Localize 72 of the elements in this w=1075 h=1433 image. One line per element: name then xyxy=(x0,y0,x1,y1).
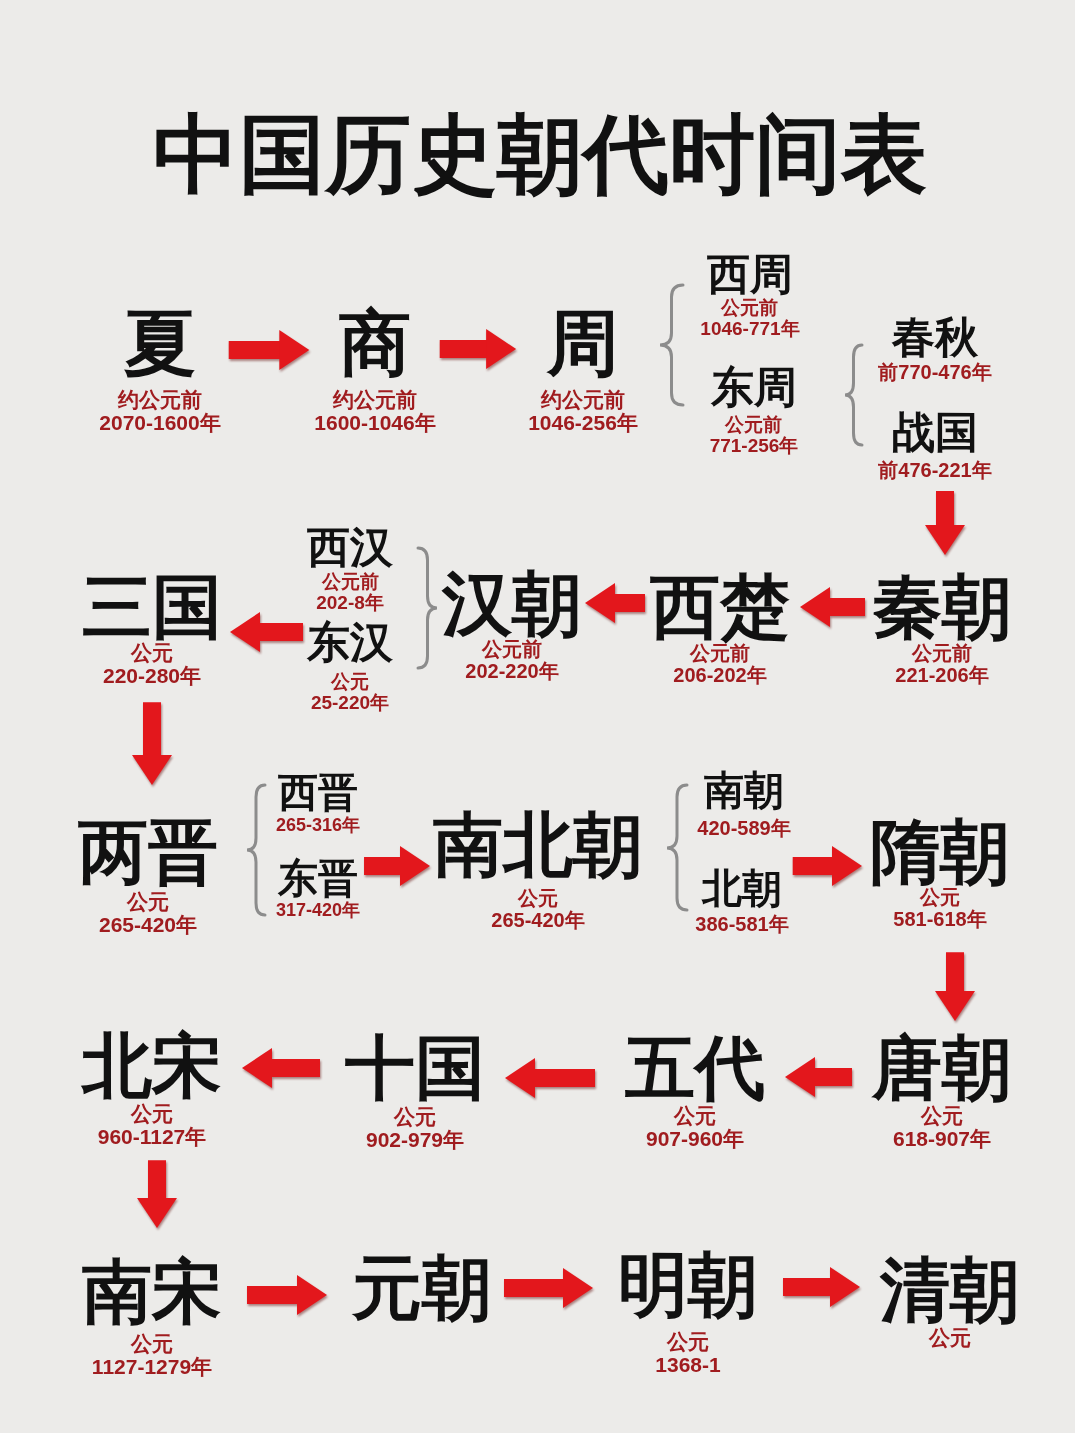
date-label: 公元前 xyxy=(725,415,783,436)
date-label: 公元 xyxy=(518,888,558,910)
sub-dynasty-name: 东汉 xyxy=(307,617,393,669)
sub-dynasty-name: 西汉 xyxy=(307,522,393,573)
date-label: 386-581年 xyxy=(695,914,789,936)
arrow xyxy=(230,612,303,652)
date-label: 317-420年 xyxy=(275,901,361,921)
date-label: 公元 xyxy=(127,891,169,914)
date-label: 618-907年 xyxy=(892,1127,992,1151)
sub-dynasty-name: 南朝 xyxy=(704,766,784,814)
date-label: 公元 xyxy=(667,1331,709,1354)
date-label: 公元 xyxy=(131,1333,173,1356)
date-label: 265-420年 xyxy=(98,913,198,937)
date-label: 前476-221年 xyxy=(878,460,992,483)
title: 中国历史朝代时间表 xyxy=(153,105,927,204)
arrow xyxy=(505,1058,595,1098)
sub-dynasty-name: 东周 xyxy=(711,362,797,414)
date-label: 221-206年 xyxy=(895,664,989,687)
arrow xyxy=(247,1275,327,1315)
date-label: 581-618年 xyxy=(893,908,987,931)
date-label: 公元前 xyxy=(321,572,379,593)
date-label: 约公元前 xyxy=(541,389,625,412)
date-label: 960-1127年 xyxy=(97,1125,207,1149)
arrow xyxy=(504,1268,593,1308)
date-label: 220-280年 xyxy=(102,664,202,688)
arrow xyxy=(785,1057,852,1097)
dynasty-name: 元朝 xyxy=(352,1246,492,1330)
sub-dynasty-name: 战国 xyxy=(892,407,978,459)
arrow xyxy=(935,952,975,1021)
arrow xyxy=(925,491,965,555)
arrow xyxy=(137,1160,177,1228)
date-label: 902-979年 xyxy=(365,1128,465,1152)
dynasty-name: 南北朝 xyxy=(433,803,643,887)
sub-dynasty-name: 春秋 xyxy=(892,312,978,363)
date-label: 206-202年 xyxy=(673,664,767,687)
date-label: 265-316年 xyxy=(275,816,361,836)
date-label: 约公元前 xyxy=(333,389,417,412)
date-label: 1600-1046年 xyxy=(314,411,436,435)
dynasty-name: 夏 xyxy=(124,299,196,387)
arrow xyxy=(792,846,862,886)
date-label: 25-220年 xyxy=(310,693,390,714)
date-label: 265-420年 xyxy=(491,909,585,932)
sub-dynasty-name: 西晋 xyxy=(278,768,358,816)
date-label: 1046-256年 xyxy=(528,411,638,435)
date-label: 202-8年 xyxy=(316,593,384,614)
date-label: 2070-1600年 xyxy=(99,411,221,435)
sub-dynasty-name: 北朝 xyxy=(702,864,782,912)
arrow xyxy=(228,330,310,370)
dynasty-name: 周 xyxy=(547,299,619,387)
date-label: 771-256年 xyxy=(709,436,799,457)
dynasty-name: 两晋 xyxy=(78,810,218,893)
date-label: 1046-771年 xyxy=(700,319,800,340)
arrow xyxy=(132,702,172,785)
date-label: 公元前 xyxy=(721,298,779,319)
sub-dynasty-name: 东晋 xyxy=(278,854,358,902)
arrow xyxy=(783,1267,860,1307)
date-label: 约公元前 xyxy=(118,389,202,412)
date-label: 1368-1 xyxy=(655,1353,721,1377)
date-label: 420-589年 xyxy=(697,818,791,840)
date-label: 202-220年 xyxy=(465,660,559,683)
arrow xyxy=(364,846,430,886)
date-label: 公元 xyxy=(331,672,369,693)
dynasty-name: 明朝 xyxy=(618,1243,758,1327)
arrow xyxy=(242,1048,320,1088)
arrow xyxy=(585,583,645,623)
date-label: 前770-476年 xyxy=(878,362,992,385)
date-label: 907-960年 xyxy=(645,1127,745,1151)
dynasty-name: 商 xyxy=(339,299,411,387)
arrow xyxy=(439,329,517,369)
dynasty-name: 南宋 xyxy=(82,1250,222,1333)
arrow xyxy=(800,587,865,627)
date-label: 1127-1279年 xyxy=(91,1355,213,1379)
